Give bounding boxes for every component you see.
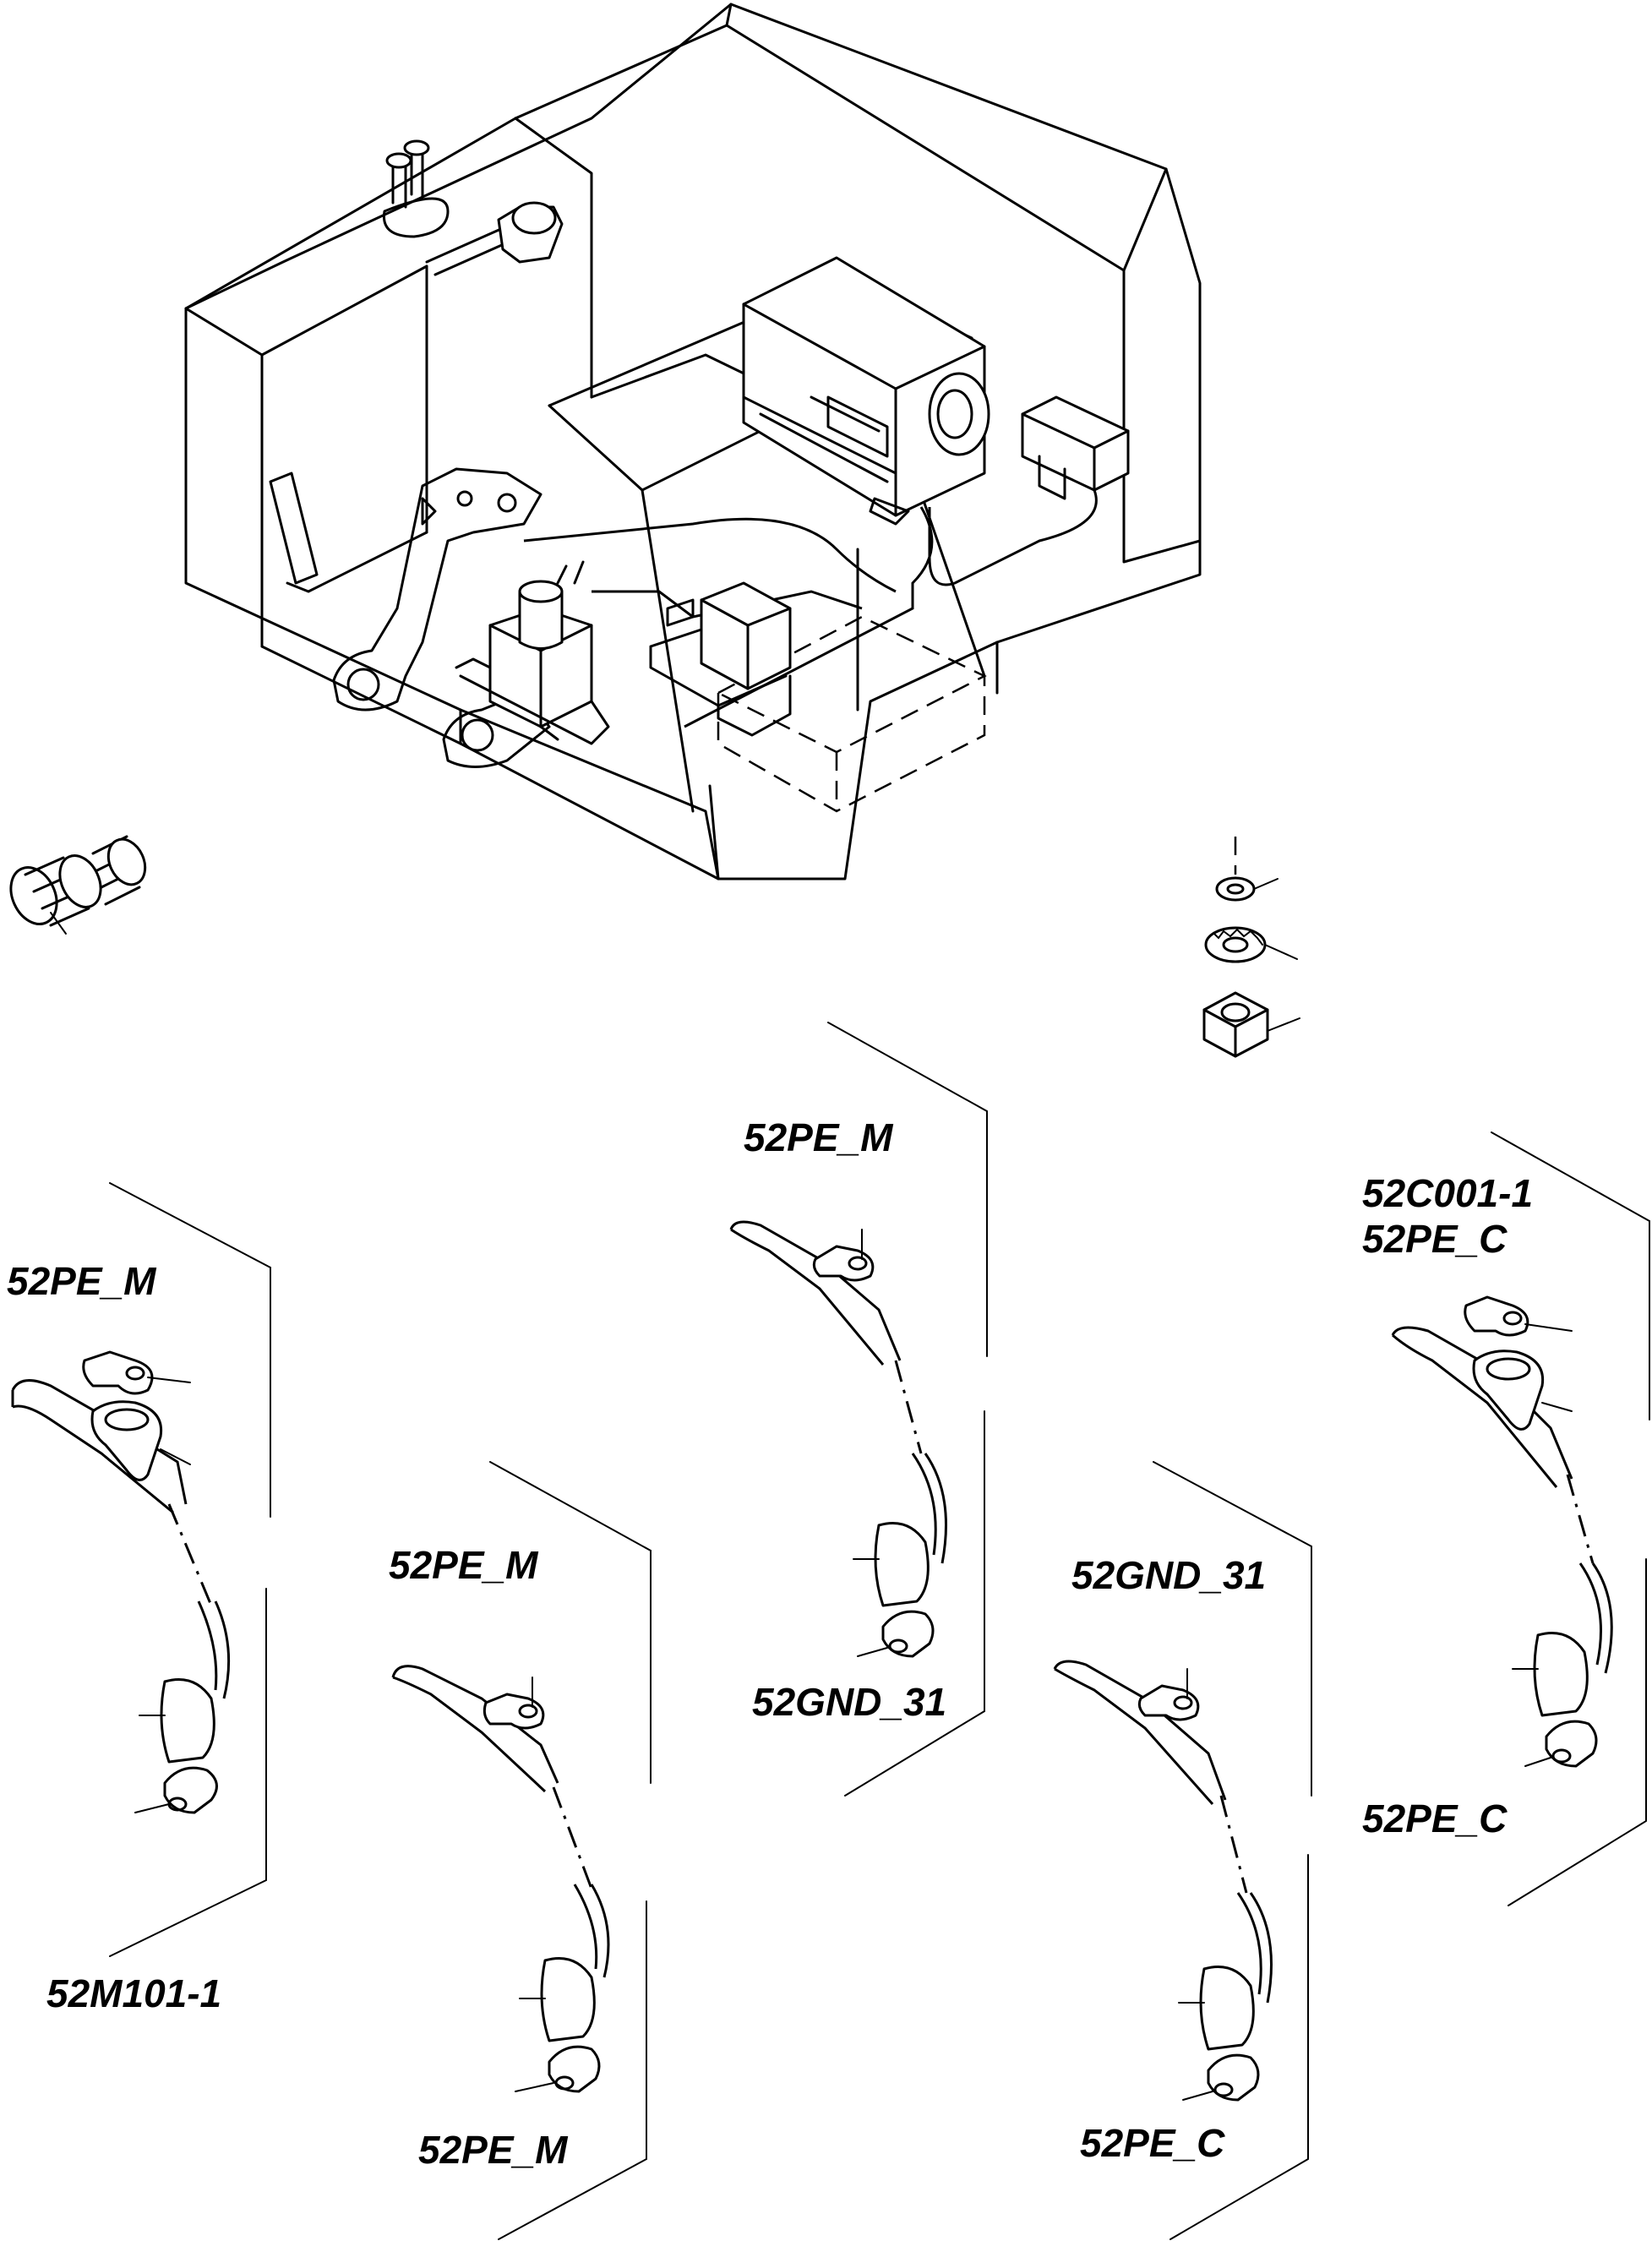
cable-assembly-52gnd-31-upper: 52PE_M 52GND_31 xyxy=(729,1022,988,1797)
cable-assembly-52pe-m-lower: 52PE_M 52PE_M xyxy=(389,1461,652,2240)
cable-assembly-52gnd-31-lower: 52GND_31 52PE_C xyxy=(1053,1461,1312,2240)
cable5-top-label-line1: 52C001-1 xyxy=(1362,1171,1533,1215)
fastener-stack-icon xyxy=(1202,837,1300,1058)
cable4-bottom-label: 52PE_C xyxy=(1080,2121,1225,2165)
cable1-top-label: 52PE_M xyxy=(7,1259,157,1303)
cable-assembly-52c001: 52C001-1 52PE_C 52PE_C xyxy=(1362,1131,1650,1906)
cable3-bottom-label: 52GND_31 xyxy=(752,1680,946,1724)
machine-frame-assembly xyxy=(184,3,1202,881)
spring-set-icon xyxy=(9,835,147,935)
cable4-top-label: 52GND_31 xyxy=(1071,1553,1266,1597)
cable1-bottom-label: 52M101-1 xyxy=(46,1971,221,2015)
cable-assembly-52m101: 52PE_M 52M101-1 xyxy=(7,1182,271,2015)
cable3-top-label: 52PE_M xyxy=(744,1115,894,1159)
cable2-top-label: 52PE_M xyxy=(389,1543,539,1587)
cable2-bottom-label: 52PE_M xyxy=(418,2128,569,2172)
cable5-bottom-label: 52PE_C xyxy=(1362,1797,1508,1840)
cable5-top-label-line2: 52PE_C xyxy=(1362,1217,1508,1261)
